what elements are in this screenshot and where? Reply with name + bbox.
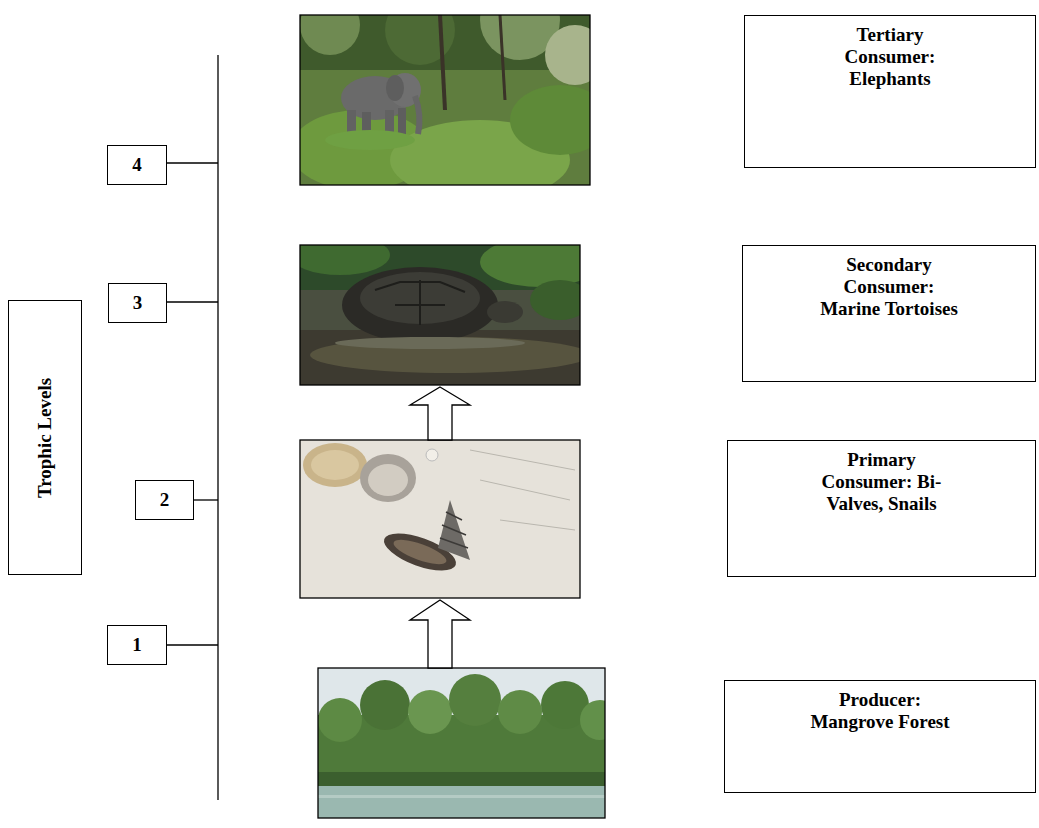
level-number: 2	[140, 489, 189, 511]
trophic-label: Primary Consumer: Bi-Valves, Snails	[807, 449, 957, 515]
level-number: 3	[113, 292, 162, 314]
trophic-label: Secondary Consumer: Marine Tortoises	[814, 254, 964, 320]
flow-arrow	[410, 600, 470, 668]
tick-line	[165, 644, 218, 645]
axis-title-box: Trophic Levels	[8, 300, 82, 575]
level-number-box: 3	[108, 283, 167, 323]
level-number-box: 1	[107, 625, 167, 665]
tick-line	[165, 301, 218, 302]
level-number-box: 4	[107, 145, 167, 185]
trophic-label: Tertiary Consumer: Elephants	[815, 24, 965, 90]
trophic-label-box: Tertiary Consumer: Elephants	[744, 15, 1036, 168]
axis-title: Trophic Levels	[34, 377, 56, 497]
shells-photo	[300, 440, 580, 598]
trophic-label-box: Producer: Mangrove Forest	[724, 680, 1036, 793]
trophic-label-box: Primary Consumer: Bi-Valves, Snails	[727, 440, 1036, 577]
tortoise-photo	[290, 235, 600, 385]
trophic-label-box: Secondary Consumer: Marine Tortoises	[742, 245, 1036, 382]
level-number: 1	[112, 634, 162, 656]
mangrove-photo	[318, 668, 620, 818]
elephant-photo	[290, 0, 610, 200]
tick-line	[192, 499, 218, 500]
level-number: 4	[112, 154, 162, 176]
flow-arrow	[410, 387, 470, 440]
trophic-label: Producer: Mangrove Forest	[805, 689, 955, 733]
level-number-box: 2	[135, 480, 194, 520]
tick-line	[165, 162, 218, 163]
axis-line	[217, 55, 218, 800]
